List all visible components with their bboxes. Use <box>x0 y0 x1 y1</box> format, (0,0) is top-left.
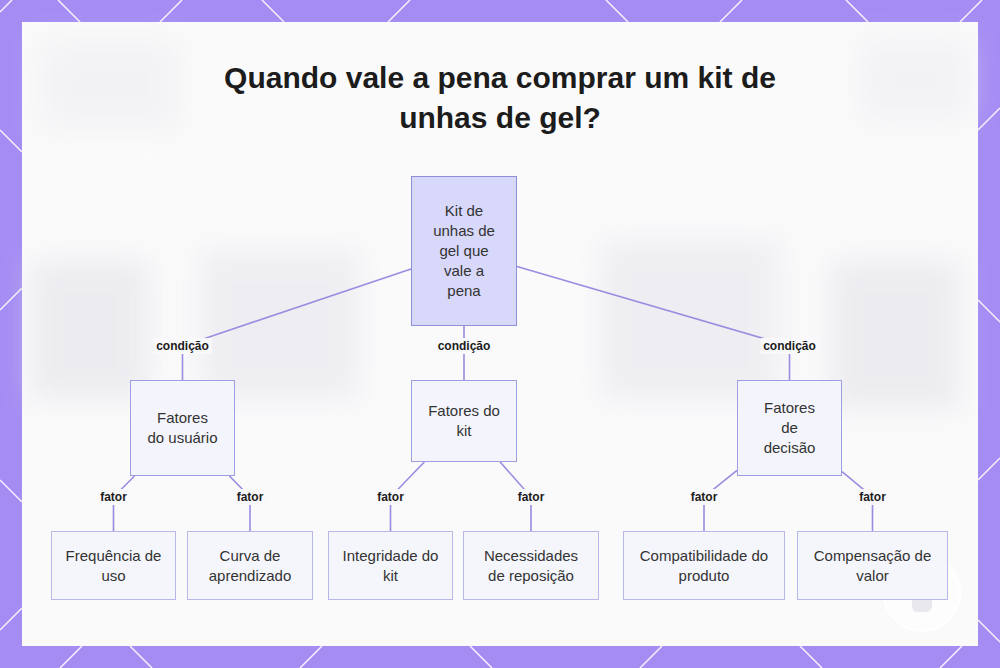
factor-box: Frequência de uso <box>51 531 176 600</box>
factor-box: Fatores do usuário <box>130 380 235 476</box>
connector-line <box>183 269 412 380</box>
node-label: Fatores do usuário <box>147 408 218 448</box>
diagram-title: Quando vale a pena comprar um kit de unh… <box>190 58 810 138</box>
inner-panel <box>22 22 978 646</box>
factor-box: Compatibilidade do produto <box>623 531 785 600</box>
node-label: Necessidades de reposição <box>476 546 586 586</box>
factor-box: Integridade do kit <box>328 531 453 600</box>
factor-box: Compensação de valor <box>797 531 948 600</box>
blurred-photo <box>30 40 970 410</box>
node-label: Frequência de uso <box>64 546 163 586</box>
edge-label: fator <box>688 489 721 505</box>
edge-label: fator <box>374 489 407 505</box>
node-label: Compensação de valor <box>810 546 935 586</box>
edge-label: condição <box>153 338 212 354</box>
node-label: Curva de aprendizado <box>200 546 300 586</box>
node-label: Fatores de decisão <box>754 398 825 458</box>
node-label: Kit de unhas de gel que vale a pena <box>428 201 500 301</box>
edge-label: fator <box>856 489 889 505</box>
node-label: Integridade do kit <box>341 546 440 586</box>
edge-label: condição <box>760 338 819 354</box>
connector-line <box>517 266 790 380</box>
factor-box: Fatores do kit <box>411 380 517 462</box>
edge-label: condição <box>435 338 494 354</box>
edge-label: fator <box>234 489 267 505</box>
node-label: Fatores do kit <box>428 401 500 441</box>
edge-label: fator <box>515 489 548 505</box>
edge-label: fator <box>97 489 130 505</box>
title-text: Quando vale a pena comprar um kit de unh… <box>224 61 776 134</box>
factor-box: Curva de aprendizado <box>187 531 313 600</box>
factor-box: Necessidades de reposição <box>463 531 599 600</box>
root-box: Kit de unhas de gel que vale a pena <box>411 176 517 326</box>
node-label: Compatibilidade do produto <box>636 546 772 586</box>
factor-box: Fatores de decisão <box>737 380 842 476</box>
